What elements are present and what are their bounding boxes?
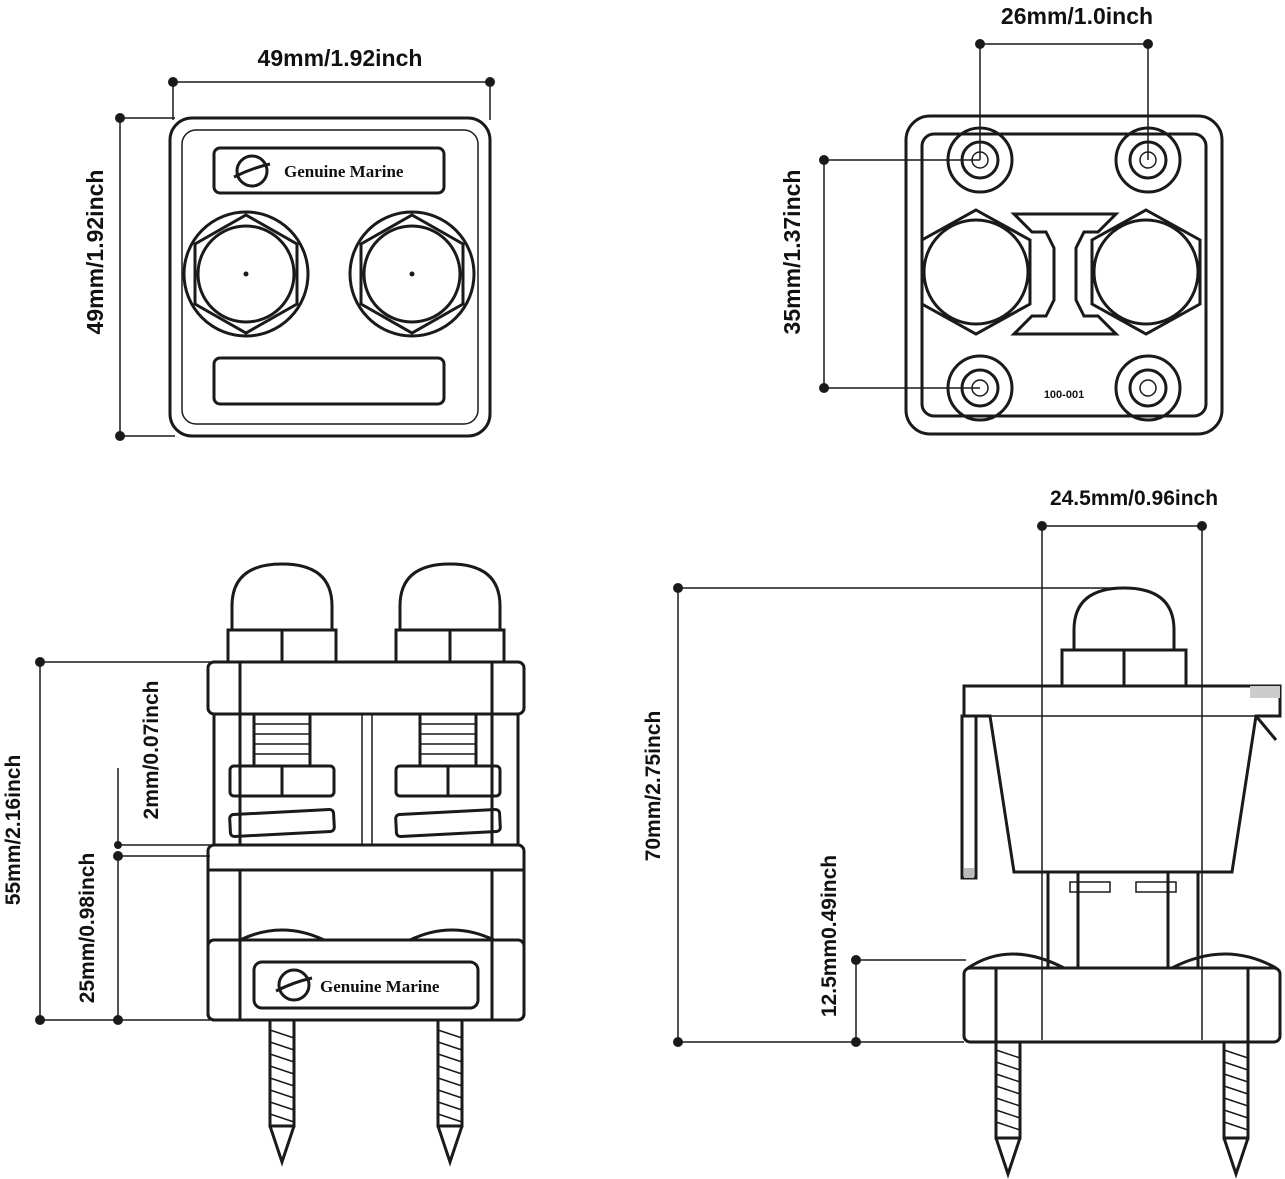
side-spacer-left — [1069, 881, 1111, 893]
top-width-dot-left — [168, 77, 178, 87]
top-height-dot-top — [115, 113, 125, 123]
top-body-outline — [168, 116, 492, 438]
top-terminal-left — [182, 210, 310, 338]
front-top-cover — [206, 660, 526, 716]
side-post-right — [1166, 870, 1200, 970]
bottom-body-outline — [904, 114, 1224, 436]
bottom-mount-hole-tr — [1114, 126, 1182, 194]
side-lip — [1250, 686, 1280, 698]
front-cap-left — [226, 562, 338, 664]
side-base-dot-bottom — [851, 1037, 861, 1047]
bottom-hole-spacing-label: 26mm/1.0inch — [1001, 3, 1153, 29]
bottom-part-code: 100-001 — [1044, 389, 1084, 401]
front-screw-head-right — [409, 928, 495, 942]
top-body-inner — [181, 129, 479, 425]
bottom-terminal-right — [1090, 208, 1202, 336]
top-logo-plate — [212, 146, 446, 195]
front-logo-plate — [252, 960, 480, 1010]
front-gap-dot — [114, 841, 122, 849]
bottom-vert-dot-bottom — [819, 383, 829, 393]
front-screw-head-left — [239, 928, 325, 942]
bottom-view: 26mm/1.0inch 35mm/1.37inch — [779, 3, 1224, 436]
front-stud-right — [394, 712, 502, 839]
top-terminal-right — [348, 210, 476, 338]
bottom-terminal-left — [920, 208, 1032, 336]
front-base-front-plate — [206, 938, 526, 1022]
front-cap-right — [394, 562, 506, 664]
side-total-height-label: 70mm/2.75inch — [642, 711, 665, 862]
top-height-label: 49mm/1.92inch — [82, 170, 108, 335]
top-width-label: 49mm/1.92inch — [258, 45, 423, 71]
front-screw-right — [436, 1018, 464, 1167]
bottom-center-rib — [1010, 212, 1120, 336]
top-view: 49mm/1.92inch 49mm/1.92inch Genuine Mari… — [82, 45, 495, 441]
top-brand-text: Genuine Marine — [284, 162, 404, 181]
side-screw-head-left — [967, 952, 1065, 970]
bottom-mount-hole-tl — [946, 126, 1014, 194]
front-view: 55mm/2.16inch 25mm/0.98inch 2mm/0.07inch — [2, 562, 526, 1167]
bottom-mount-hole-bl — [946, 354, 1014, 422]
front-total-height-label: 55mm/2.16inch — [2, 755, 25, 906]
bottom-body-inner — [920, 132, 1208, 418]
front-total-dot-top — [35, 657, 45, 667]
side-base — [962, 966, 1282, 1044]
bottom-hole-vertical-label: 35mm/1.37inch — [779, 170, 805, 335]
side-latch — [960, 714, 978, 880]
front-brand-logo-icon — [275, 968, 313, 1002]
side-stud-dot-left — [1037, 521, 1047, 531]
bottom-vert-dot-top — [819, 155, 829, 165]
side-lip-edge — [1254, 715, 1278, 741]
top-height-dot-bottom — [115, 431, 125, 441]
side-base-height-label: 12.5mm0.49inch — [818, 855, 841, 1017]
front-gap-label: 2mm/0.07inch — [140, 681, 163, 820]
bottom-hole-dot-right — [1143, 39, 1153, 49]
side-spacer-right — [1135, 881, 1177, 893]
bottom-hole-dot-left — [975, 39, 985, 49]
side-screw-head-right — [1171, 952, 1277, 970]
side-stud-spacing-label: 24.5mm/0.96inch — [1050, 487, 1218, 510]
side-base-dot-top — [851, 955, 861, 965]
brand-logo-icon — [233, 154, 271, 188]
side-total-dot-bottom — [673, 1037, 683, 1047]
side-housing — [962, 684, 1282, 874]
front-brand-text: Genuine Marine — [320, 977, 440, 996]
top-width-dot-right — [485, 77, 495, 87]
front-base-dot-bottom — [113, 1015, 123, 1025]
front-total-dot-bottom — [35, 1015, 45, 1025]
front-base-height-label: 25mm/0.98inch — [76, 853, 99, 1004]
side-screw-right — [1222, 1040, 1250, 1179]
side-cap — [1060, 586, 1188, 688]
front-screw-left — [268, 1018, 296, 1167]
front-stud-left — [228, 712, 336, 839]
side-latch-tip — [964, 868, 974, 878]
side-post-left — [1046, 870, 1080, 970]
side-screw-left — [994, 1040, 1022, 1179]
bottom-mount-hole-br — [1114, 354, 1182, 422]
side-stud-dot-right — [1197, 521, 1207, 531]
front-base-dot-top — [113, 851, 123, 861]
side-view: 24.5mm/0.96inch 70mm/2.75inch 12.5mm0.49… — [642, 487, 1282, 1179]
side-total-dot-top — [673, 583, 683, 593]
top-label-plate — [212, 356, 446, 406]
